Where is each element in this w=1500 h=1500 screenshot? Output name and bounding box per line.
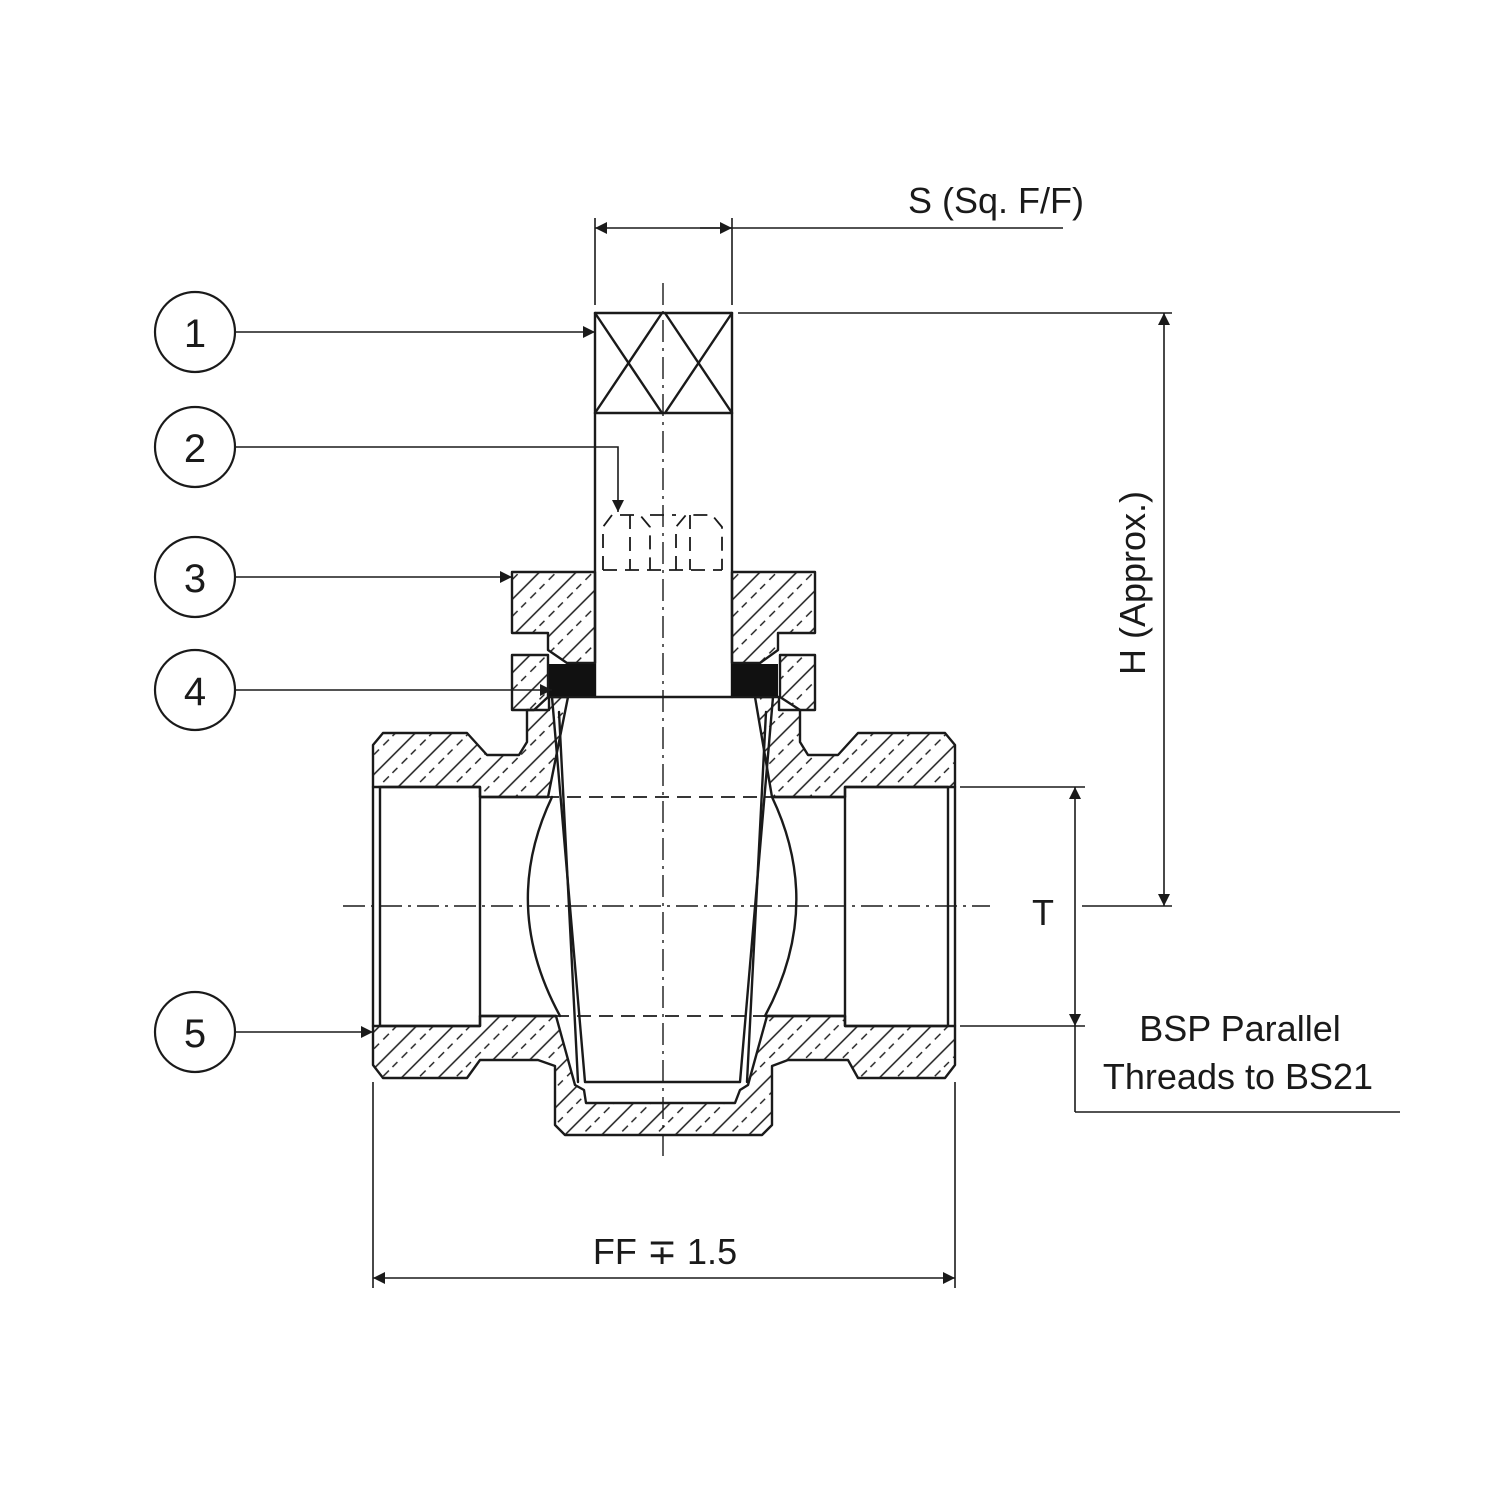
dim-ff-label: FF ∓ 1.5 xyxy=(593,1231,737,1272)
dim-ff: FF ∓ 1.5 xyxy=(372,1082,956,1288)
body-upper-section xyxy=(371,695,570,799)
callout-3-number: 3 xyxy=(184,557,206,601)
thread-note-line1: BSP Parallel xyxy=(1139,1008,1340,1049)
left-lug-section xyxy=(510,653,550,712)
callout-1-number: 1 xyxy=(184,312,206,356)
body-lower-section xyxy=(371,1014,957,1137)
right-port-thread xyxy=(843,785,950,1028)
right-lug-section xyxy=(778,653,817,712)
callout-5: 5 xyxy=(153,990,373,1074)
packing-right xyxy=(731,664,778,696)
valve-body xyxy=(371,695,957,1137)
dim-s-label: S (Sq. F/F) xyxy=(908,180,1084,221)
callout-1: 1 xyxy=(153,290,595,374)
stem xyxy=(593,311,734,699)
dim-h-label: H (Approx.) xyxy=(1112,491,1153,675)
callout-5-number: 5 xyxy=(184,1012,206,1056)
gland-right-section xyxy=(730,570,817,665)
dim-s: S (Sq. F/F) xyxy=(594,180,1084,305)
thread-note-line2: Threads to BS21 xyxy=(1103,1056,1373,1097)
dim-h: H (Approx.) xyxy=(738,312,1172,907)
body-upper-section-right xyxy=(753,695,957,799)
callout-4-number: 4 xyxy=(184,670,206,714)
callout-2-number: 2 xyxy=(184,427,206,471)
gland-left-section xyxy=(510,570,597,665)
dim-t-label: T xyxy=(1032,892,1054,933)
callout-4: 4 xyxy=(153,648,552,732)
callout-2: 2 xyxy=(153,405,624,512)
gland xyxy=(510,570,817,665)
callout-3: 3 xyxy=(153,535,512,619)
packing-left xyxy=(549,664,596,696)
dim-t: T BSP Parallel Threads to BS21 xyxy=(960,786,1400,1113)
tapered-plug xyxy=(526,695,798,1084)
